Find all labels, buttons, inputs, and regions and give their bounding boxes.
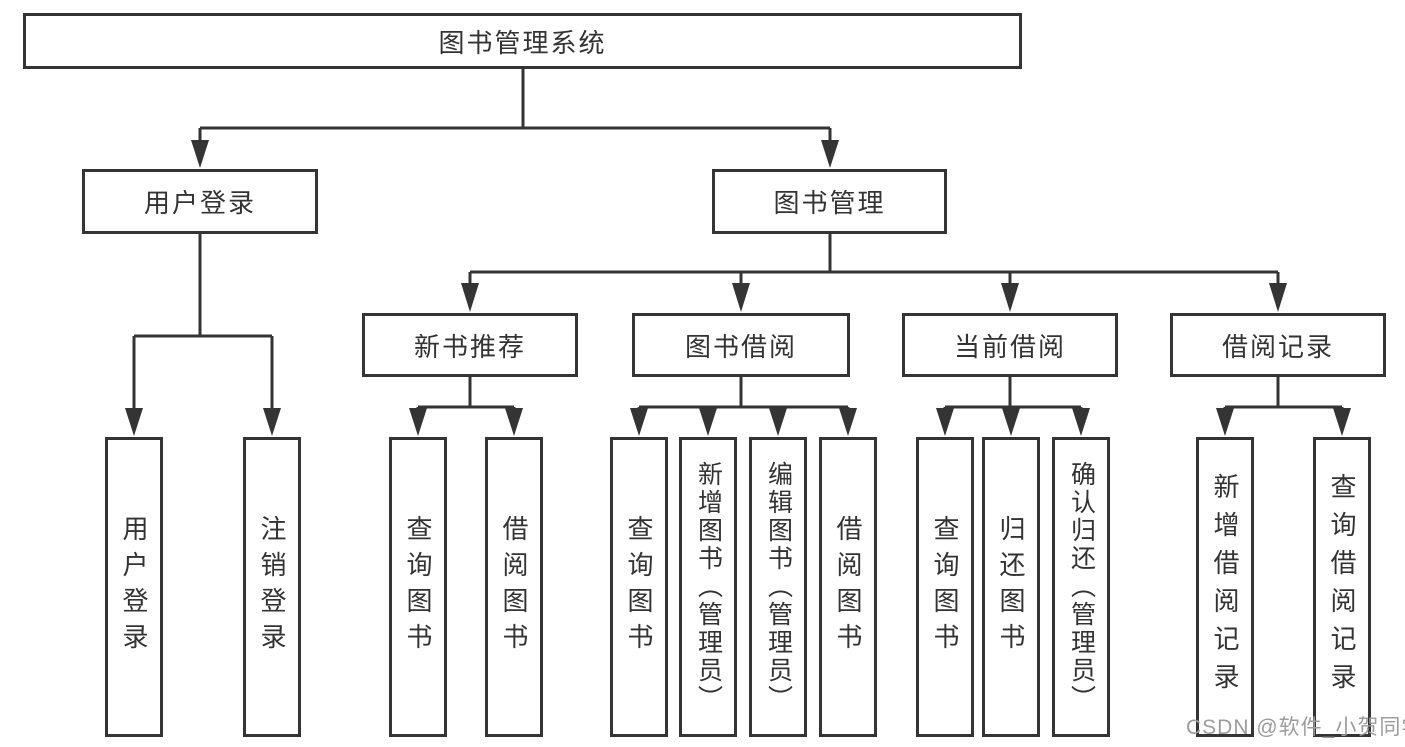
tree-branch-lines — [132, 69, 1344, 412]
node-current-borrow: 当前借阅 — [902, 313, 1118, 377]
leaf-borrow-book-label: 借阅图书 — [833, 515, 863, 659]
leaf-user-login-label: 用户登录 — [119, 515, 149, 659]
node-new-book-recommend-label: 新书推荐 — [413, 331, 526, 362]
leaf-borrow-book: 借阅图书 — [819, 437, 877, 737]
node-book-management-label: 图书管理 — [773, 188, 886, 218]
leaf-return-book: 归还图书 — [982, 437, 1040, 737]
node-user-login-label: 用户登录 — [143, 188, 256, 218]
leaf-query-book-current: 查询图书 — [916, 437, 974, 737]
leaf-user-login: 用户登录 — [105, 437, 163, 737]
node-book-borrow: 图书借阅 — [632, 313, 850, 377]
node-borrow-record: 借阅记录 — [1170, 313, 1386, 377]
node-book-borrow-label: 图书借阅 — [684, 331, 797, 362]
leaf-confirm-return-admin-label: 确认归还（管理员） — [1067, 461, 1096, 713]
leaf-query-book-recommend: 查询图书 — [389, 437, 447, 737]
leaf-query-book-current-label: 查询图书 — [930, 515, 960, 659]
leaf-return-book-label: 归还图书 — [996, 515, 1026, 659]
leaf-add-borrow-record-label: 新增借阅记录 — [1210, 473, 1240, 701]
node-root: 图书管理系统 — [23, 13, 1022, 69]
leaf-query-book-recommend-label: 查询图书 — [403, 515, 433, 659]
leaf-edit-book-admin-label: 编辑图书（管理员） — [764, 461, 793, 713]
node-new-book-recommend: 新书推荐 — [362, 313, 578, 377]
leaf-borrow-book-recommend-label: 借阅图书 — [499, 515, 529, 659]
arrow-down-icon — [125, 140, 1351, 436]
leaf-add-book-admin: 新增图书（管理员） — [679, 437, 737, 737]
leaf-confirm-return-admin: 确认归还（管理员） — [1052, 437, 1110, 737]
node-user-login: 用户登录 — [82, 169, 318, 234]
leaf-query-book-borrow: 查询图书 — [610, 437, 668, 737]
leaf-add-book-admin-label: 新增图书（管理员） — [694, 461, 723, 713]
leaf-query-borrow-record-label: 查询借阅记录 — [1327, 473, 1357, 701]
node-current-borrow-label: 当前借阅 — [953, 331, 1066, 362]
node-root-label: 图书管理系统 — [438, 27, 607, 58]
node-book-management: 图书管理 — [712, 169, 947, 234]
leaf-query-book-borrow-label: 查询图书 — [624, 515, 654, 659]
leaf-edit-book-admin: 编辑图书（管理员） — [749, 437, 807, 737]
csdn-watermark: CSDN @软件_小贺同学 — [1186, 716, 1405, 739]
leaf-logout-label: 注销登录 — [257, 515, 287, 659]
leaf-query-borrow-record: 查询借阅记录 — [1313, 437, 1371, 737]
node-borrow-record-label: 借阅记录 — [1221, 331, 1334, 362]
leaf-borrow-book-recommend: 借阅图书 — [485, 437, 543, 737]
leaf-logout: 注销登录 — [243, 437, 301, 737]
leaf-add-borrow-record: 新增借阅记录 — [1196, 437, 1254, 737]
